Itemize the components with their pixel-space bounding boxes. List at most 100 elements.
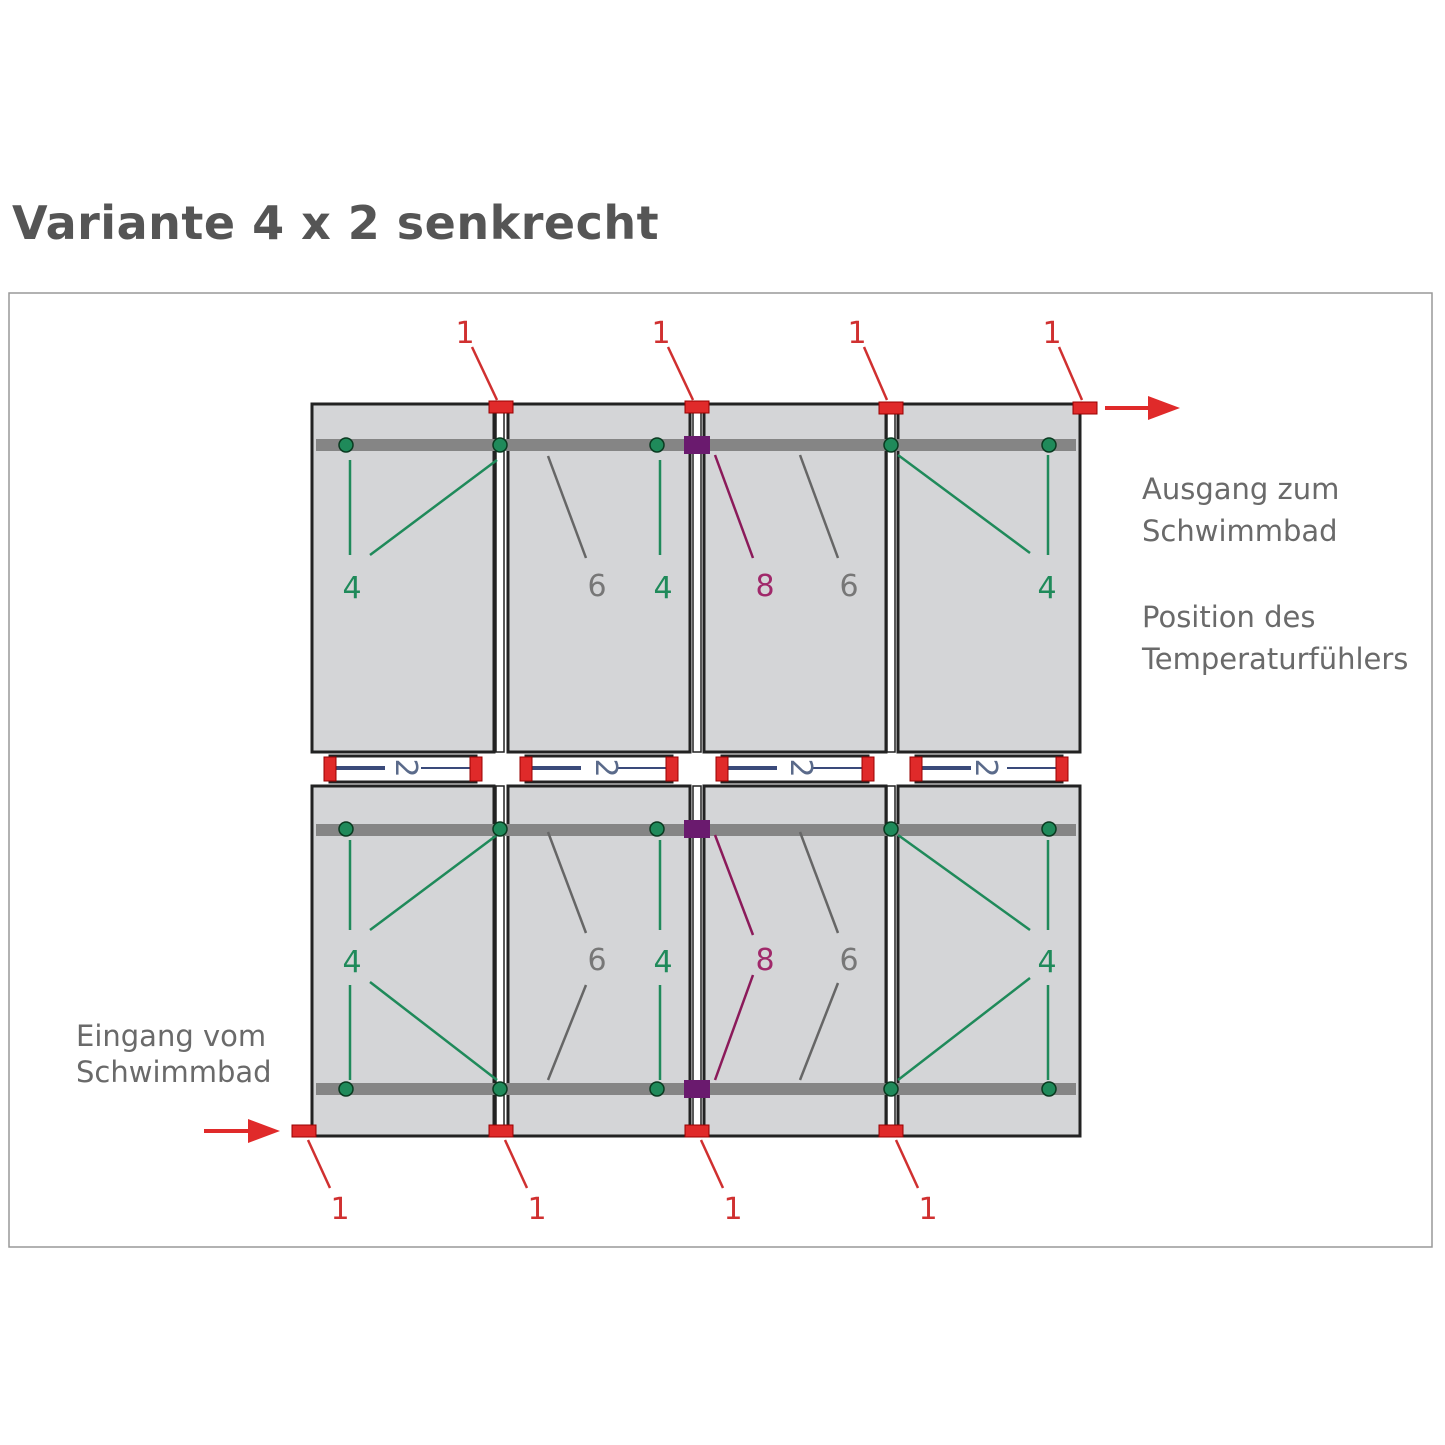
leader-line bbox=[699, 1139, 725, 1189]
inlet-label-line2: Schwimmbad bbox=[76, 1055, 272, 1089]
leader-line bbox=[546, 455, 588, 559]
callout-8: 8 bbox=[755, 943, 774, 978]
end-cap bbox=[1072, 401, 1098, 415]
callout-6: 6 bbox=[839, 943, 858, 978]
leader-line bbox=[897, 977, 1031, 1081]
callout-4: 4 bbox=[342, 571, 361, 606]
clamp-dot bbox=[1041, 821, 1057, 837]
callout-4: 4 bbox=[342, 945, 361, 980]
collector-panel bbox=[702, 402, 888, 754]
cap-callouts: 1 1 1 1 1 1 1 1 bbox=[330, 316, 1061, 1227]
sensor-marker bbox=[684, 1080, 710, 1098]
clamp-dot bbox=[883, 437, 899, 453]
callout-1: 1 bbox=[330, 1192, 349, 1227]
leader-line bbox=[546, 984, 588, 1081]
leader-line bbox=[546, 831, 588, 934]
leader-line bbox=[862, 346, 889, 401]
callout-8: 8 bbox=[755, 569, 774, 604]
leader-lines bbox=[306, 346, 1084, 1189]
leader-line bbox=[470, 346, 499, 401]
sensor-marker bbox=[684, 436, 710, 454]
sensor-label-line2: Temperaturfühlers bbox=[1141, 642, 1408, 676]
leader-line bbox=[713, 834, 755, 936]
clamp-dot bbox=[338, 437, 354, 453]
callout-6: 6 bbox=[587, 943, 606, 978]
clamp-dot bbox=[883, 1081, 899, 1097]
outlet-arrow bbox=[1105, 396, 1180, 420]
outlet-label-line1: Ausgang zum bbox=[1142, 472, 1339, 506]
connector-cap bbox=[323, 756, 337, 782]
page-title: Variante 4 x 2 senkrecht bbox=[12, 196, 660, 250]
callout-2: 2 bbox=[388, 758, 423, 777]
clamp-dot bbox=[338, 821, 354, 837]
leader-line bbox=[666, 346, 695, 401]
end-cap bbox=[684, 1124, 710, 1138]
collector-panel bbox=[896, 784, 1082, 1138]
leader-line bbox=[894, 1139, 920, 1189]
collector-panel bbox=[310, 402, 496, 754]
callout-6: 6 bbox=[839, 569, 858, 604]
clamp-dot bbox=[338, 1081, 354, 1097]
clamp-dot bbox=[1041, 437, 1057, 453]
collector-panel bbox=[702, 784, 888, 1138]
end-cap bbox=[488, 1124, 514, 1138]
outlet-label-line2: Schwimmbad bbox=[1142, 514, 1338, 548]
leader-line bbox=[798, 454, 840, 559]
riser-channel bbox=[495, 403, 505, 753]
callout-2: 2 bbox=[588, 758, 623, 777]
leader-line bbox=[798, 982, 840, 1081]
callout-4: 4 bbox=[653, 571, 672, 606]
callout-6: 6 bbox=[587, 569, 606, 604]
sensor-label-line1: Position des bbox=[1142, 600, 1316, 634]
clamp-dot bbox=[492, 1081, 508, 1097]
riser-channel bbox=[886, 403, 896, 753]
leader-line bbox=[306, 1139, 332, 1189]
callout-2: 2 bbox=[783, 758, 818, 777]
clamp-dot bbox=[492, 437, 508, 453]
inlet-label-line1: Eingang vom bbox=[76, 1019, 266, 1053]
leader-line bbox=[369, 981, 498, 1081]
sensor-marker bbox=[684, 820, 710, 838]
leader-line bbox=[369, 833, 498, 932]
callout-1: 1 bbox=[455, 316, 474, 351]
clamp-dot bbox=[492, 821, 508, 837]
end-cap bbox=[488, 400, 514, 414]
inlet-arrow bbox=[204, 1119, 280, 1143]
leader-line bbox=[369, 458, 498, 557]
end-cap bbox=[878, 401, 904, 415]
tube-callouts: 2 2 2 2 bbox=[388, 758, 1003, 777]
leader-line bbox=[897, 833, 1031, 932]
callout-4: 4 bbox=[1037, 945, 1056, 980]
row-callouts-bottom: 4 6 4 8 6 4 bbox=[342, 943, 1056, 980]
markers bbox=[291, 400, 1098, 1138]
connector-cap bbox=[1055, 756, 1069, 782]
collector-panel bbox=[310, 784, 496, 1138]
leader-line bbox=[503, 1139, 529, 1189]
clamp-dot bbox=[649, 821, 665, 837]
end-cap bbox=[878, 1124, 904, 1138]
clamp-dot bbox=[883, 821, 899, 837]
connector-cap bbox=[715, 756, 729, 782]
clamp-dot bbox=[649, 1081, 665, 1097]
callout-2: 2 bbox=[968, 758, 1003, 777]
leader-line bbox=[798, 831, 840, 934]
callout-4: 4 bbox=[1037, 571, 1056, 606]
leader-line bbox=[897, 453, 1031, 555]
clamp-dot bbox=[1041, 1081, 1057, 1097]
end-cap bbox=[684, 400, 710, 414]
row-callouts-top: 4 6 4 8 6 4 bbox=[342, 569, 1056, 606]
connector-cap bbox=[909, 756, 923, 782]
leader-line bbox=[1057, 346, 1084, 401]
connector-cap bbox=[469, 756, 483, 782]
collector-panel bbox=[896, 402, 1082, 754]
callout-1: 1 bbox=[847, 316, 866, 351]
callout-1: 1 bbox=[1042, 316, 1061, 351]
connector-cap bbox=[861, 756, 875, 782]
connector-cap bbox=[665, 756, 679, 782]
leader-line bbox=[713, 974, 755, 1081]
callout-1: 1 bbox=[527, 1192, 546, 1227]
callout-4: 4 bbox=[653, 945, 672, 980]
end-cap bbox=[291, 1124, 317, 1138]
riser-channel bbox=[692, 403, 702, 753]
